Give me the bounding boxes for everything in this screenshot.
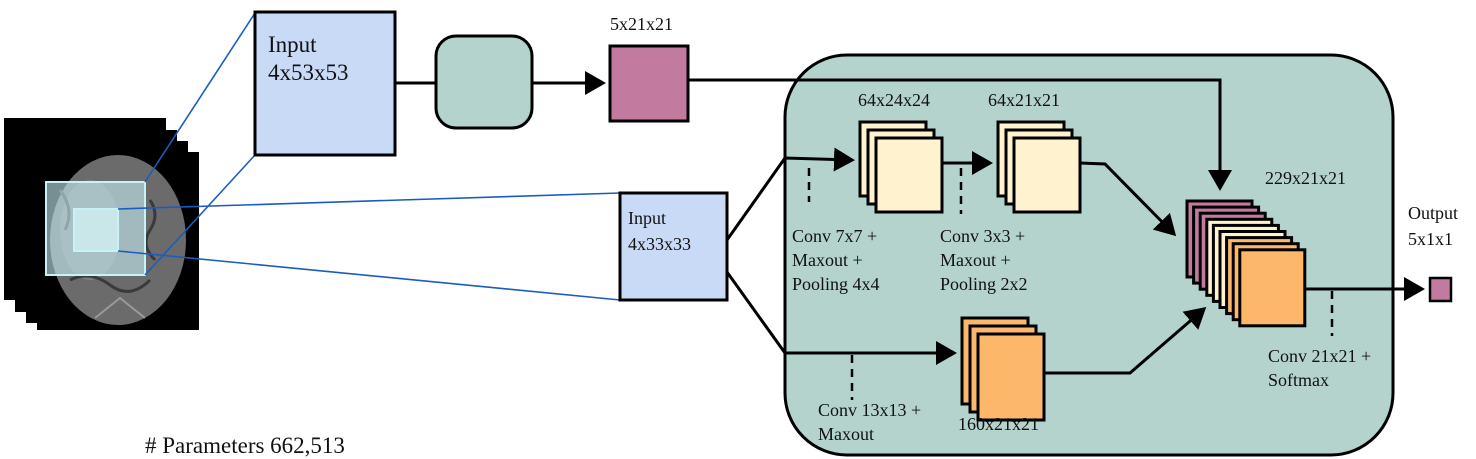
arrow — [725, 147, 855, 241]
final-op: Softmax — [1268, 370, 1329, 390]
projection-line — [117, 250, 621, 301]
input-53-box — [253, 10, 397, 157]
output-title: Output — [1408, 203, 1458, 223]
global-path-stack — [960, 316, 1046, 422]
local-layer2-dims: 64x21x21 — [988, 90, 1060, 110]
local-layer1-stack — [858, 120, 944, 214]
input-33-title: Input — [628, 208, 666, 228]
local-layer2-op: Maxout + — [940, 250, 1011, 270]
arrow — [725, 271, 957, 365]
final-op: Conv 21x21 + — [1268, 346, 1371, 366]
first-cnn-output-dims: 5x21x21 — [610, 14, 673, 34]
input-53-dims: 4x53x53 — [268, 60, 349, 85]
local-layer1-op: Conv 7x7 + — [792, 226, 877, 246]
arrow — [1045, 307, 1207, 375]
feature-map — [1012, 136, 1082, 214]
mri-slice-stack — [4, 118, 199, 330]
arrow — [688, 78, 1232, 191]
arrow — [1079, 161, 1177, 237]
concat-dims: 229x21x21 — [1265, 168, 1346, 188]
global-path-op: Conv 13x13 + — [818, 400, 921, 420]
output-box — [1428, 276, 1453, 303]
first-cnn-block — [434, 34, 534, 130]
feature-map — [976, 332, 1046, 422]
output-dims: 5x1x1 — [1408, 229, 1453, 249]
feature-map — [874, 136, 944, 214]
local-layer2-stack — [996, 120, 1082, 214]
projection-line — [144, 12, 256, 183]
projection-line — [117, 192, 621, 210]
concat-stack — [1185, 199, 1307, 328]
local-layer1-dims: 64x24x24 — [858, 90, 930, 110]
local-layer2-op: Pooling 2x2 — [940, 274, 1028, 294]
input-53-title: Input — [268, 32, 317, 57]
input-33-box — [618, 191, 729, 302]
local-layer1-op: Maxout + — [792, 250, 863, 270]
local-layer2-op: Conv 3x3 + — [940, 226, 1025, 246]
global-path-dims: 160x21x21 — [958, 414, 1039, 434]
feature-map — [1238, 248, 1307, 328]
global-path-op: Maxout — [818, 424, 874, 444]
input-33-dims: 4x33x33 — [628, 234, 691, 254]
first-cnn-output-box — [608, 44, 690, 123]
local-layer1-op: Pooling 4x4 — [792, 274, 880, 294]
small-patch — [73, 208, 119, 252]
parameter-count: # Parameters 662,513 — [145, 433, 345, 458]
